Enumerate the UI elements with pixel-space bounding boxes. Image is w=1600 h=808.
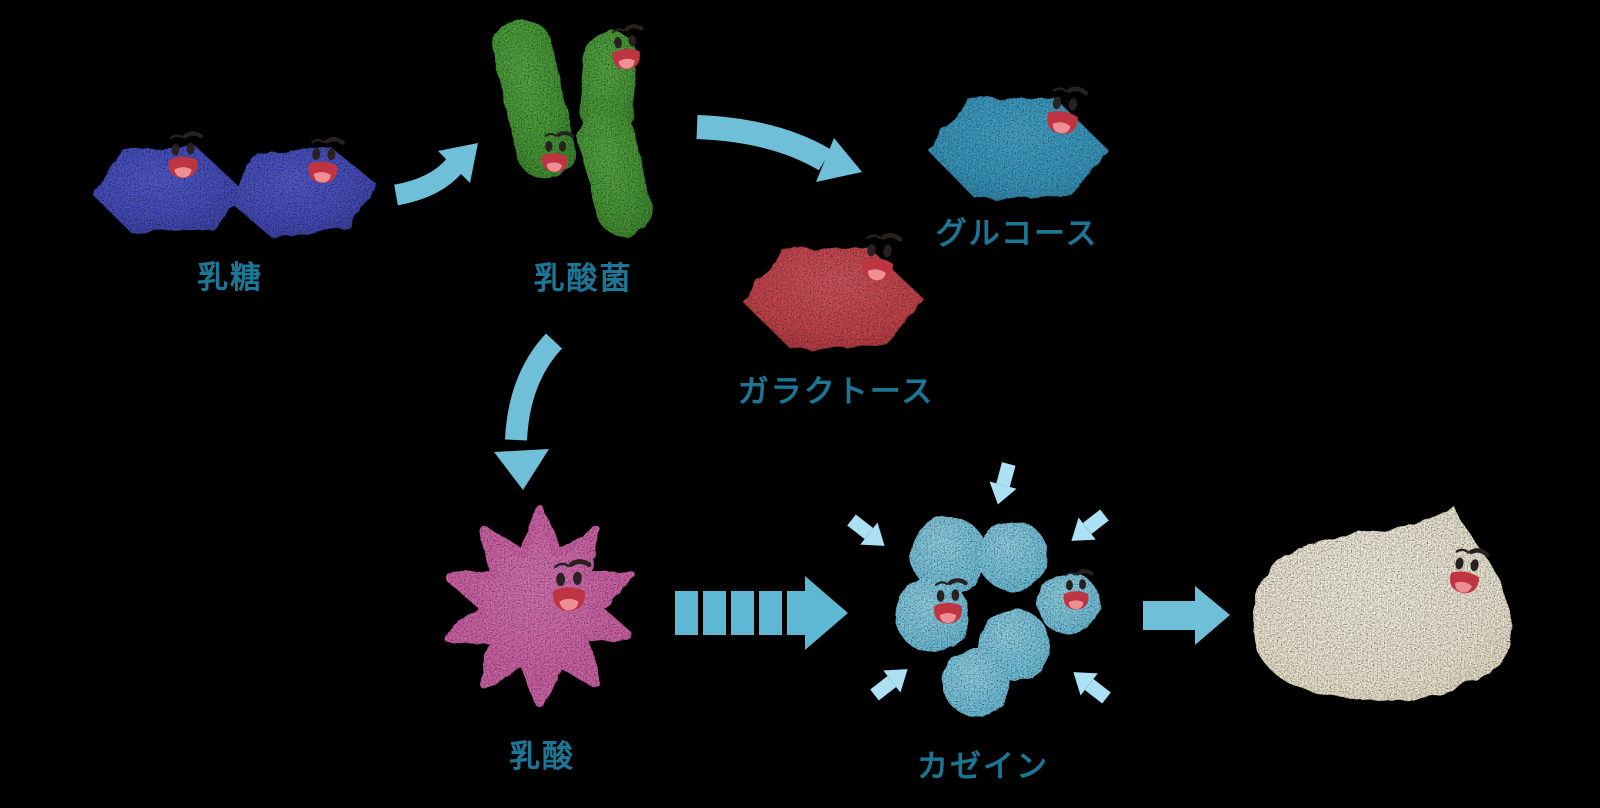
- glucose-character: [925, 85, 1111, 206]
- casein-character: [895, 517, 1100, 716]
- casein-inward-arrow: [1062, 503, 1114, 552]
- lactic-acid-character: [443, 505, 637, 708]
- galactose-body: [741, 242, 925, 355]
- lactose-body: [89, 143, 381, 239]
- arrow-casein-to-yogurt: [1143, 586, 1230, 645]
- bacteria-character: [492, 19, 652, 236]
- glucose-body: [925, 91, 1111, 206]
- casein-body: [895, 517, 1100, 716]
- lactose-character: [89, 133, 381, 239]
- arrow-lactose-to-bacteria: [393, 143, 478, 206]
- arrow-bacteria-to-glucose: [696, 115, 862, 182]
- yogurt-character: [1253, 505, 1511, 701]
- dashed-arrow-lactic-acid-to-casein: [675, 576, 848, 650]
- casein-inward-arrow: [1064, 661, 1116, 710]
- arrow-bacteria-to-lactic-acid: [494, 333, 563, 490]
- galactose-character: [741, 232, 925, 355]
- casein-inward-arrow: [842, 508, 894, 557]
- casein-inward-arrow: [865, 658, 917, 707]
- casein-inward-arrow: [984, 460, 1023, 509]
- lactic-acid-body: [443, 505, 637, 708]
- bacteria-body: [492, 19, 652, 236]
- yogurt-body: [1253, 505, 1511, 701]
